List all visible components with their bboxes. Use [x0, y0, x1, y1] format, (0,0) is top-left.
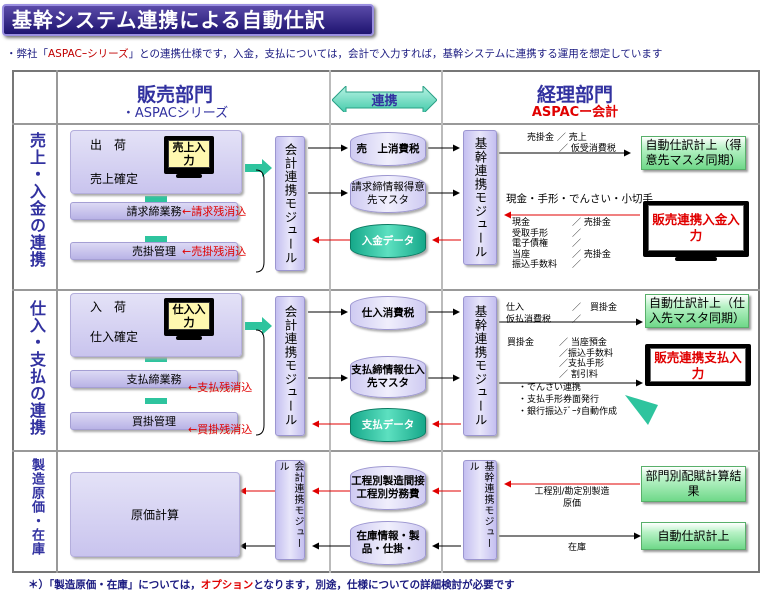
purchase-db-payment-master: 支払締情報仕入先マスタ — [350, 356, 426, 398]
sales-journal-line1: 売掛金 ／ 売上 — [527, 133, 587, 143]
section-label-purchase: 仕入・支払の連携 — [27, 300, 46, 436]
list-item: 現金／ 売掛金 — [512, 218, 611, 228]
sales-input-screen: 売上入力 — [168, 140, 210, 168]
purchase-db-tax: 仕入消費税 — [350, 296, 426, 330]
purchase-confirm-label: 仕入確定 — [90, 330, 139, 344]
purchase-core-module: 基幹連携モジュール — [463, 296, 497, 436]
purchase-journal-line1b: ／ 買掛金 — [572, 303, 618, 313]
ar-manage-box: 売掛管理 — [70, 242, 238, 260]
label-column-divider — [56, 70, 58, 573]
dept-allocation-box: 部門別配賦計算結果 — [641, 466, 746, 502]
ap-clear-label: ←買掛残消込 — [188, 423, 253, 436]
sales-db-billing-master: 請求締情報得意先マスタ — [350, 175, 426, 213]
page-title: 基幹システム連携による自動仕訳 — [2, 4, 374, 36]
sales-journal-line1b: ／ 仮受消費税 — [559, 144, 616, 154]
link-double-arrow — [332, 86, 437, 112]
note-suffix: 」との連携仕様です，入金，支払については，会計で入力すれば，基幹システムに連携す… — [128, 48, 663, 60]
ap-manage-box: 買掛管理 — [70, 412, 238, 430]
list-item: ／振込手数料 — [559, 348, 614, 359]
intro-note: ・弊社「ASPACｰシリーズ」との連携仕様です，入金，支払については，会計で入力… — [6, 46, 766, 61]
row-divider-1 — [12, 289, 760, 291]
list-item: ・支払手形券面発行 — [518, 395, 600, 405]
footer-prefix: ＊）「製造原価・在庫」については， — [28, 579, 201, 591]
purchase-journal-line2b: ／ — [572, 315, 582, 325]
note-highlight: ASPACｰシリーズ — [48, 48, 129, 60]
list-item: ・銀行振込ﾃﾞｰﾀ自動作成 — [518, 407, 618, 417]
purchase-input-screen: 仕入入力 — [168, 302, 210, 330]
mfg-accounting-module: 会計連携モジュール — [275, 460, 305, 560]
sales-confirm-label: 売上確定 — [90, 172, 139, 186]
list-item: ／ 割引料 — [559, 369, 598, 380]
mfg-db-inventory: 在庫情報・製品・仕掛・ — [350, 521, 426, 565]
purchase-journal-line2: 仮払消費税 — [506, 315, 552, 325]
mfg-stock-label: 在庫 — [568, 543, 587, 553]
sales-entry-list: 現金／ 売掛金 受取手形／ 電子債権／ 当座／ 売掛金 振込手数料／ — [512, 215, 627, 270]
footer-highlight: オプション — [200, 579, 254, 591]
section-label-sales: 売上・入金の連携 — [27, 132, 46, 268]
deposit-input-label: 販売連携入金入力 — [652, 212, 740, 243]
billing-clear-label: ←請求残消込 — [182, 205, 247, 218]
purchase-journal-line1a: 仕入 — [506, 303, 525, 313]
footer-suffix: となります，別途，仕様についての詳細検討が必要です — [253, 579, 515, 591]
purchase-auto-journal-box: 自動仕訳計上（仕入先マスタ同期） — [645, 294, 749, 328]
purchase-entry-list: 買掛金／ 当座預金 ／振込手数料 ／支払手形 ／ 割引料 — [507, 335, 647, 380]
purchase-monitor-stand — [176, 336, 202, 340]
link-label: 連携 — [371, 94, 398, 109]
purchase-accounting-module: 会計連携モジュール — [275, 296, 305, 436]
sales-core-module: 基幹連携モジュール — [463, 130, 497, 265]
mfg-core-module: 基幹連携モジュール — [463, 460, 497, 560]
sales-db-sales-tax: 売 上消費税 — [350, 132, 426, 166]
mfg-auto-journal-box: 自動仕訳計上 — [641, 522, 746, 550]
list-item: ・でんさい連携 — [518, 383, 582, 393]
billing-close-box: 請求締業務 — [70, 202, 238, 220]
purchase-db-payment-data: 支払データ — [350, 408, 426, 442]
deposit-monitor-stand — [675, 257, 717, 261]
purchase-bullet-list: ・でんさい連携 ・支払手形券面発行 ・銀行振込ﾃﾞｰﾀ自動作成 — [518, 380, 618, 417]
cost-calc-box: 原価計算 — [70, 472, 240, 557]
shipping-label: 出 荷 — [90, 138, 127, 152]
payment-close-box: 支払締業務 — [70, 370, 238, 388]
list-item: 振込手数料／ — [512, 260, 582, 270]
receiving-label: 入 荷 — [90, 300, 127, 314]
list-item: 買掛金／ 当座預金 — [507, 338, 607, 348]
sales-accounting-module: 会計連携モジュール — [275, 136, 305, 271]
sales-monitor-stand — [176, 174, 202, 178]
accounting-dept-title: 経理部門 — [536, 84, 613, 106]
list-item: 受取手形／ — [512, 228, 582, 239]
payment-input-label: 販売連携支払入力 — [654, 350, 742, 381]
header-divider — [12, 123, 760, 125]
note-prefix: ・弊社「 — [6, 48, 48, 60]
sales-auto-journal-box: 自動仕訳計上（得意先マスタ同期） — [641, 136, 746, 170]
right-column-divider — [441, 70, 443, 573]
mfg-db-process-cost: 工程別製造間接工程別労務費 — [350, 466, 426, 510]
ar-clear-label: ←売掛残消込 — [182, 245, 247, 258]
deposit-monitor-screen — [648, 205, 744, 251]
sales-cash-line: 現金・手形・でんさい・小切手 — [506, 193, 653, 205]
diagram-frame — [12, 70, 760, 573]
section-label-manufacturing: 製造原価・在庫 — [29, 458, 44, 556]
sales-db-deposit-data: 入金データ — [350, 224, 426, 258]
list-item: 当座／ 売掛金 — [512, 249, 611, 260]
payment-monitor-screen — [650, 348, 746, 382]
list-item: ／支払手形 — [559, 359, 605, 369]
accounting-dept-subtitle: ASPACー会計 — [531, 105, 619, 120]
row-divider-2 — [12, 450, 760, 452]
sales-dept-title: 販売部門 — [136, 84, 213, 106]
payment-clear-label: ←支払残消込 — [188, 381, 253, 394]
mfg-journal-line: 工程別/勘定別製造原価 — [534, 487, 610, 509]
list-item: 電子債権／ — [512, 239, 582, 249]
sales-dept-subtitle: ・ASPACシリーズ — [121, 106, 229, 121]
left-column-divider — [329, 70, 331, 573]
footer-note: ＊）「製造原価・在庫」については，オプションとなります，別途，仕様についての詳細… — [28, 577, 515, 592]
